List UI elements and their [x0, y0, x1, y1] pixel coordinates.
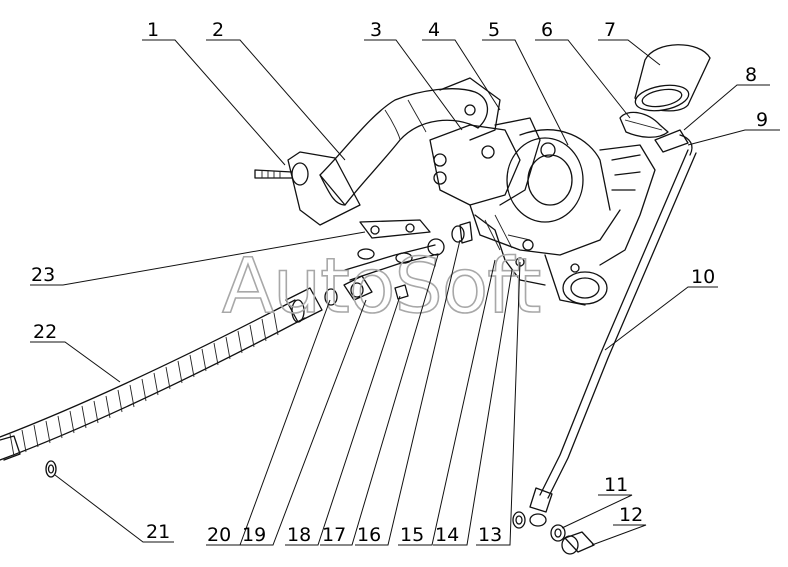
- callout-6: 6: [541, 19, 553, 41]
- callout-5: 5: [488, 19, 500, 41]
- leader-22: [30, 341, 121, 383]
- callout-17: 17: [322, 524, 346, 546]
- callout-4: 4: [428, 19, 440, 41]
- part-oil-feed-pipe-16: [344, 225, 465, 281]
- part-hose-sleeve-7: [634, 44, 711, 112]
- leader-3: [364, 39, 463, 131]
- part-washer-11: [512, 511, 566, 542]
- leader-11: [561, 494, 633, 529]
- callout-16: 16: [357, 524, 381, 546]
- callout-3: 3: [370, 19, 382, 41]
- watermark-text: AutoSoft: [222, 241, 540, 330]
- leader-15: [398, 259, 496, 546]
- leader-17: [320, 254, 439, 546]
- callout-21: 21: [146, 521, 170, 543]
- leader-23: [30, 231, 366, 286]
- callout-12: 12: [619, 504, 643, 526]
- callout-22: 22: [33, 321, 57, 343]
- leader-10: [604, 286, 718, 351]
- callout-11: 11: [604, 474, 628, 496]
- callout-10: 10: [691, 266, 715, 288]
- leader-16: [355, 239, 461, 546]
- leader-lines: [30, 39, 780, 546]
- callout-23: 23: [31, 264, 55, 286]
- part-oil-return-pipe-10: [529, 149, 697, 527]
- leader-21: [54, 474, 174, 543]
- part-banjo-bolt-12: [561, 531, 595, 555]
- callout-2: 2: [212, 19, 224, 41]
- callout-1: 1: [147, 19, 159, 41]
- callout-15: 15: [400, 524, 424, 546]
- leader-7: [598, 39, 661, 66]
- part-exhaust-elbow-2: [319, 77, 501, 206]
- leader-4: [422, 39, 501, 111]
- leader-13: [476, 261, 521, 546]
- leader-18: [285, 295, 401, 546]
- leader-2: [206, 39, 346, 161]
- leader-1: [142, 39, 286, 166]
- leader-12: [591, 524, 647, 546]
- callout-labels: 1 2 3 4 5 6 7 8 9 10 11 12 13 14 15 16 1…: [31, 19, 768, 546]
- leader-14: [433, 269, 513, 546]
- part-washer-21: [45, 460, 57, 478]
- part-banjo-17-20: [324, 275, 409, 306]
- callout-14: 14: [435, 524, 459, 546]
- part-fitting-8-9: [654, 129, 693, 156]
- callout-13: 13: [478, 524, 502, 546]
- leader-8: [683, 84, 770, 131]
- part-oil-hose-22: [0, 287, 323, 461]
- callout-18: 18: [287, 524, 311, 546]
- part-clamp-6: [619, 111, 669, 138]
- callout-9: 9: [756, 109, 768, 131]
- leader-19: [240, 299, 367, 546]
- part-stud-1: [254, 151, 361, 226]
- callout-19: 19: [242, 524, 266, 546]
- callout-7: 7: [604, 19, 616, 41]
- leader-5: [482, 39, 569, 146]
- leader-6: [535, 39, 631, 119]
- callout-20: 20: [207, 524, 231, 546]
- part-turbocharger-housing: [429, 104, 656, 306]
- callout-8: 8: [745, 64, 757, 86]
- leader-9: [687, 129, 780, 146]
